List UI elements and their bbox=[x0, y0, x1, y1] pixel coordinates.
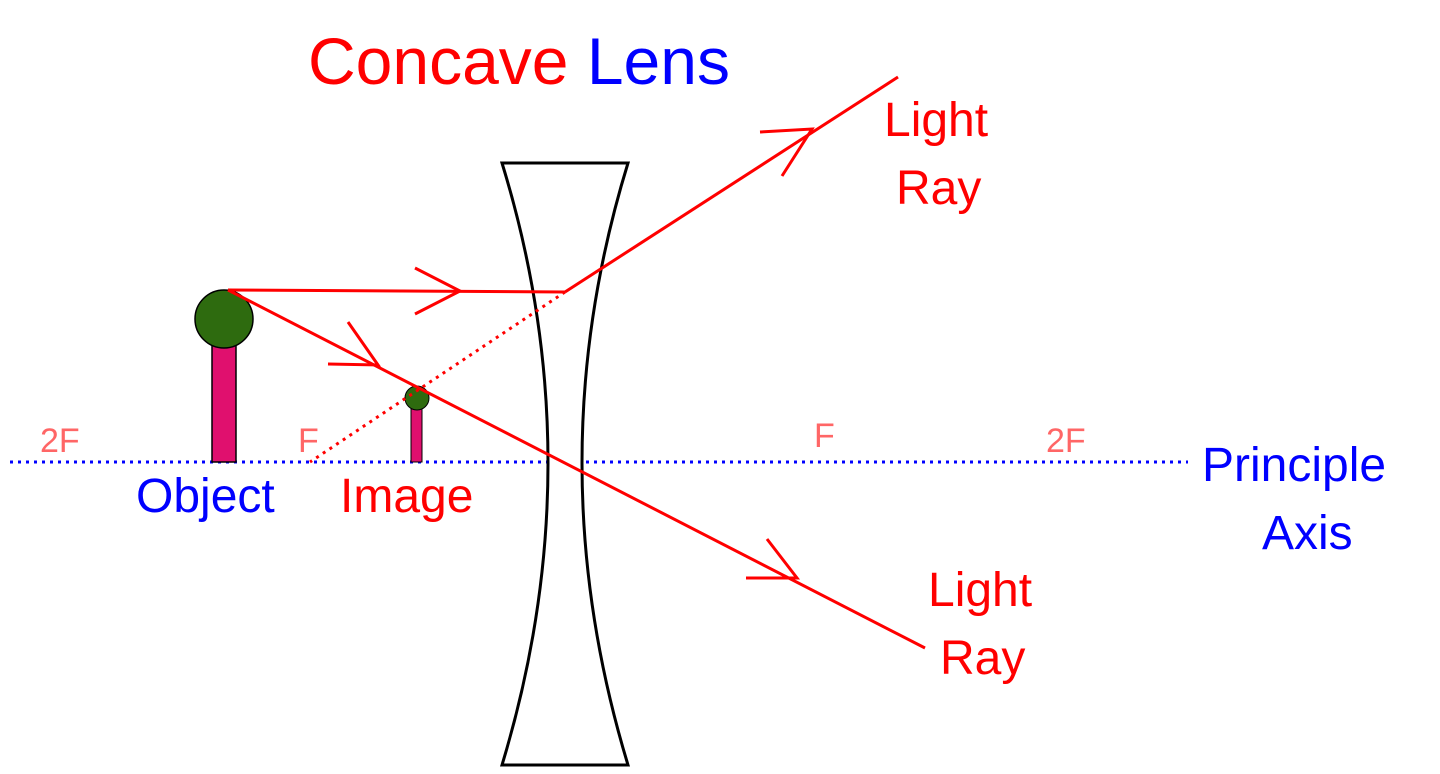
label-f-left: F bbox=[298, 422, 319, 460]
label-ray-top: Ray bbox=[896, 162, 981, 215]
label-image: Image bbox=[340, 470, 473, 523]
ray-parallel-arrow bbox=[414, 266, 464, 316]
ray-virtual-extension bbox=[309, 290, 566, 464]
label-ray-bottom: Ray bbox=[940, 632, 1025, 685]
ray-centre-arrow-incident bbox=[327, 321, 381, 367]
image-stem bbox=[410, 408, 423, 463]
label-2f-left: 2F bbox=[40, 422, 80, 460]
ray-parallel-incident bbox=[227, 288, 566, 294]
label-2f-right: 2F bbox=[1046, 422, 1086, 460]
label-light-top: Light bbox=[884, 94, 988, 147]
label-light-bottom: Light bbox=[928, 564, 1032, 617]
ray-through-centre bbox=[227, 288, 926, 650]
ray-refracted-upward-arrow bbox=[759, 127, 815, 177]
title-lens: Lens bbox=[587, 24, 730, 98]
label-axis: Axis bbox=[1262, 507, 1353, 560]
object-head bbox=[194, 289, 254, 349]
label-object: Object bbox=[136, 470, 275, 523]
label-principle: Principle bbox=[1202, 439, 1386, 492]
diagram-title: Concave Lens bbox=[308, 24, 730, 98]
object-stem bbox=[211, 339, 237, 463]
ray-refracted-upward bbox=[564, 75, 899, 294]
title-concave: Concave bbox=[308, 24, 587, 98]
ray-centre-arrow-refracted bbox=[746, 538, 801, 580]
label-f-right: F bbox=[814, 417, 835, 455]
